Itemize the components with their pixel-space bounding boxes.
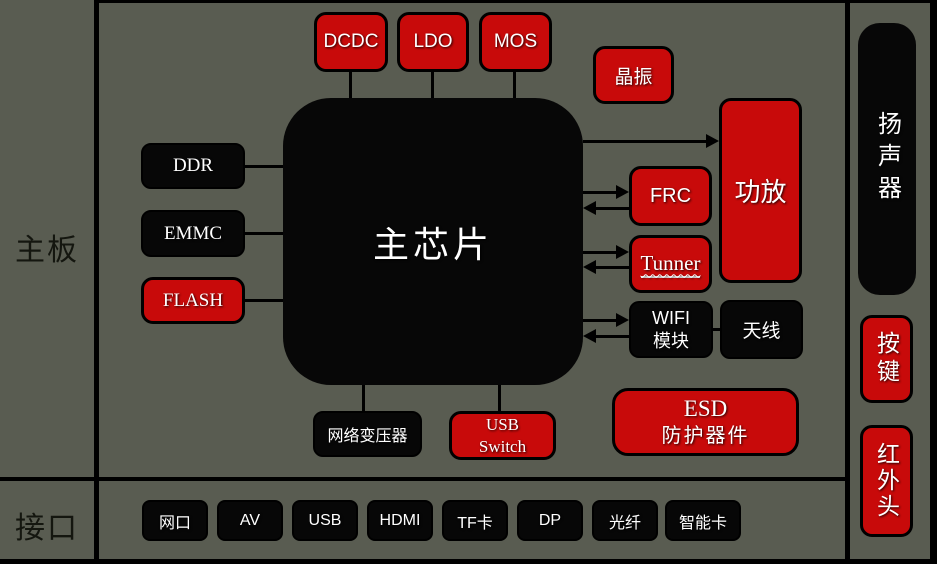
- arrow-tuner-chip-in-shaft: [594, 266, 629, 269]
- box-network-transformer: 网络变压器: [313, 411, 422, 457]
- wifi-label-line1: WIFI: [652, 308, 690, 328]
- connector-wifi-antenna: [713, 328, 720, 331]
- arrow-chip-wifi-out-head: [616, 313, 629, 327]
- box-mos: MOS: [479, 12, 552, 72]
- divider-right-column: [845, 0, 850, 564]
- usb-switch-line1: USB: [485, 415, 520, 435]
- box-esd: ESD 防护器件: [612, 388, 799, 456]
- section-label-interface: 接口: [15, 512, 79, 545]
- arrow-chip-frc-out-head: [616, 185, 629, 199]
- frame-top: [94, 0, 937, 3]
- box-ddr: DDR: [141, 143, 245, 189]
- esd-line1: ESD: [683, 396, 728, 422]
- box-usb-switch: USB Switch: [449, 411, 556, 460]
- box-crystal: 晶振: [593, 46, 674, 104]
- arrow-wifi-chip-in-shaft: [594, 335, 629, 338]
- port-dp: DP: [517, 500, 583, 541]
- box-dcdc: DCDC: [314, 12, 388, 72]
- box-main-chip: 主芯片: [283, 98, 583, 385]
- divider-interface-row: [0, 477, 850, 481]
- box-emmc: EMMC: [141, 210, 245, 257]
- box-ldo: LDO: [397, 12, 469, 72]
- box-ir-receiver: 红外头: [860, 425, 913, 537]
- port-hdmi: HDMI: [367, 500, 433, 541]
- box-antenna: 天线: [720, 300, 803, 359]
- connector-flash-chip: [245, 299, 283, 302]
- port-av: AV: [217, 500, 283, 541]
- arrow-frc-chip-in-head: [583, 201, 596, 215]
- arrow-frc-chip-in-shaft: [594, 207, 629, 210]
- wifi-label-line2: 模块: [653, 330, 689, 351]
- arrow-chip-frc-out-shaft: [583, 191, 619, 194]
- esd-line2: 防护器件: [661, 424, 750, 447]
- connector-dcdc-chip: [349, 72, 352, 98]
- box-speaker: 扬声器: [858, 23, 916, 295]
- arrow-chip-tuner-out-head: [616, 245, 629, 259]
- arrow-chip-amp-shaft: [583, 140, 709, 143]
- connector-emmc-chip: [245, 232, 283, 235]
- usb-switch-line2: Switch: [478, 436, 527, 456]
- connector-mos-chip: [513, 72, 516, 98]
- section-label-board: 主板: [15, 234, 79, 267]
- box-wifi-module: WIFI 模块: [629, 301, 713, 358]
- connector-chip-transformer: [362, 385, 365, 411]
- port-tf-card: TF卡: [442, 500, 508, 541]
- arrow-chip-amp-head: [706, 134, 719, 148]
- box-button: 按键: [860, 315, 913, 403]
- connector-ddr-chip: [245, 165, 283, 168]
- arrow-chip-wifi-out-shaft: [583, 319, 619, 322]
- box-amp: 功放: [719, 98, 802, 283]
- frame-bottom: [0, 559, 937, 564]
- tuner-label: Tunner: [640, 251, 701, 278]
- port-smart-card: 智能卡: [665, 500, 741, 541]
- box-tuner: Tunner: [629, 235, 712, 293]
- box-frc: FRC: [629, 166, 712, 226]
- port-usb: USB: [292, 500, 358, 541]
- port-lan: 网口: [142, 500, 208, 541]
- connector-ldo-chip: [431, 72, 434, 98]
- frame-right: [930, 0, 937, 564]
- connector-chip-usb-switch: [498, 385, 501, 411]
- divider-left-column: [94, 0, 99, 564]
- arrow-wifi-chip-in-head: [583, 329, 596, 343]
- box-flash: FLASH: [141, 277, 245, 324]
- port-optical: 光纤: [592, 500, 658, 541]
- arrow-tuner-chip-in-head: [583, 260, 596, 274]
- arrow-chip-tuner-out-shaft: [583, 251, 619, 254]
